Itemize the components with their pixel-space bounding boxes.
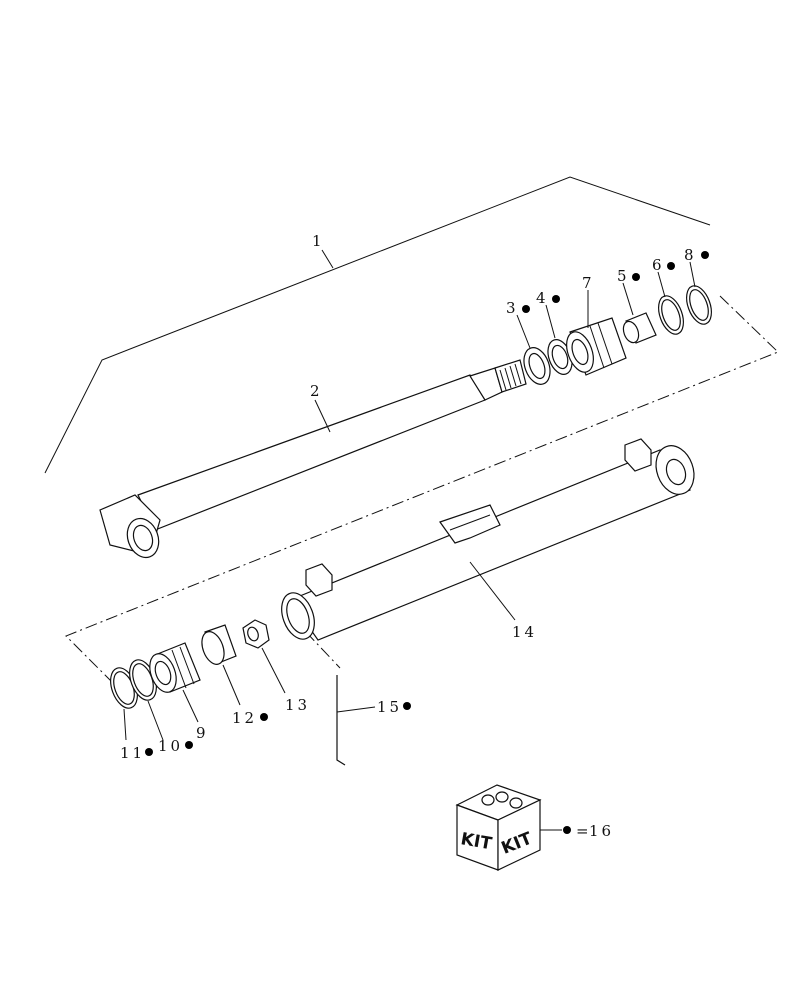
callout-labels: 1 2 3 4 5 6 7 8 9 10 11 12 13 14 15 16 =… [120, 232, 697, 859]
kit-box-icon [455, 784, 562, 871]
callout-4: 4 [536, 289, 549, 307]
callout-10: 10 [158, 737, 183, 755]
callout-9: 9 [196, 724, 209, 742]
kit-marker-dot [667, 262, 675, 270]
callout-14: 14 [512, 623, 537, 641]
callout-8: 8 [684, 246, 697, 264]
callout-13: 13 [285, 696, 310, 714]
axis-lines [65, 295, 779, 697]
upper-seal-set [523, 285, 712, 385]
kit-marker-dot [632, 273, 640, 281]
callout-15: 15 [377, 698, 402, 716]
kit-marker-dot [563, 826, 571, 834]
piston-rod [99, 359, 527, 559]
lower-seal-set [110, 619, 270, 709]
callout-6: 6 [652, 256, 665, 274]
callout-12: 12 [232, 709, 257, 727]
callout-16: 16 [589, 822, 614, 840]
kit-marker-dot [403, 702, 411, 710]
kit-marker-dot [701, 251, 709, 259]
cylinder-barrel [281, 438, 695, 641]
kit-markers [145, 251, 709, 834]
kit-marker-dot [145, 748, 153, 756]
kit-marker-dot [552, 295, 560, 303]
callout-11: 11 [120, 744, 145, 762]
kit-marker-dot [260, 713, 268, 721]
callout-5: 5 [617, 267, 630, 285]
assembly-bracket [44, 176, 711, 474]
pin-part [336, 675, 376, 766]
kit-marker-dot [185, 741, 193, 749]
callout-3: 3 [506, 299, 519, 317]
leader-lines [123, 261, 696, 741]
callout-7: 7 [582, 274, 595, 292]
kit-equals-sign: = [576, 822, 592, 840]
kit-marker-dot [522, 305, 530, 313]
callout-1: 1 [312, 232, 325, 250]
callout-2: 2 [310, 382, 323, 400]
